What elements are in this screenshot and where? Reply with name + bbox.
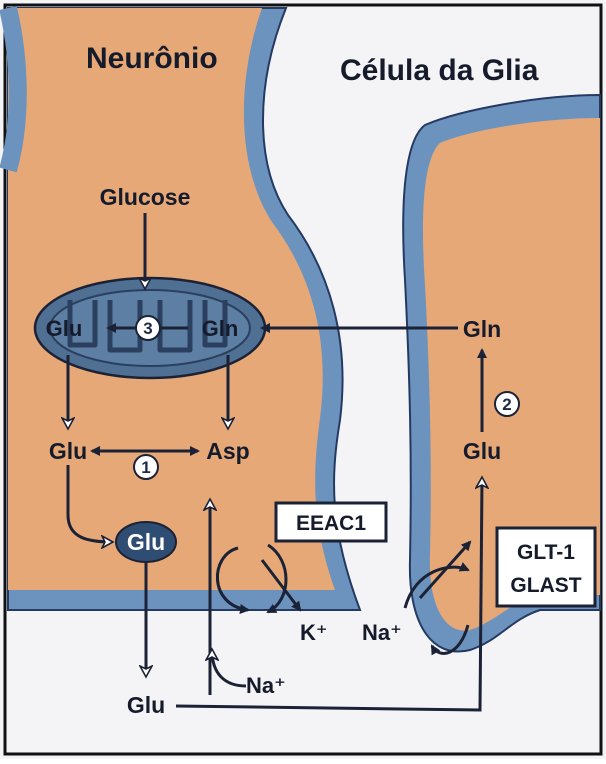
neuron-membrane-left <box>8 8 18 170</box>
glast-label: GLAST <box>510 574 581 597</box>
transporter-eeac1: EEAC1 <box>276 503 386 541</box>
neuron-title: Neurônio <box>86 42 218 75</box>
glt1-label: GLT-1 <box>517 541 575 564</box>
svg-text:3: 3 <box>143 319 152 338</box>
svg-text:2: 2 <box>502 395 511 414</box>
label-mito-gln: Gln <box>202 316 239 341</box>
step-marker-3: 3 <box>136 316 160 340</box>
label-na-glia: Na⁺ <box>362 620 402 645</box>
eeac1-label: EEAC1 <box>296 512 366 535</box>
transporter-glt1-glast: GLT-1 GLAST <box>497 528 595 606</box>
label-glia-gln: Gln <box>463 316 501 342</box>
label-glucose: Glucose <box>100 184 191 210</box>
label-neuron-glu: Glu <box>49 438 87 464</box>
glia-title: Célula da Glia <box>340 54 539 87</box>
label-na-neuron: Na⁺ <box>246 673 286 698</box>
label-glia-glu: Glu <box>463 438 501 464</box>
label-extracellular-glu: Glu <box>127 692 165 718</box>
label-vesicle-glu: Glu <box>127 529 165 555</box>
step-marker-1: 1 <box>134 455 158 479</box>
label-k-neuron: K⁺ <box>300 620 328 645</box>
step-marker-2: 2 <box>495 392 519 416</box>
label-mito-glu: Glu <box>46 316 83 341</box>
svg-text:1: 1 <box>141 458 150 477</box>
label-asp: Asp <box>206 438 249 464</box>
